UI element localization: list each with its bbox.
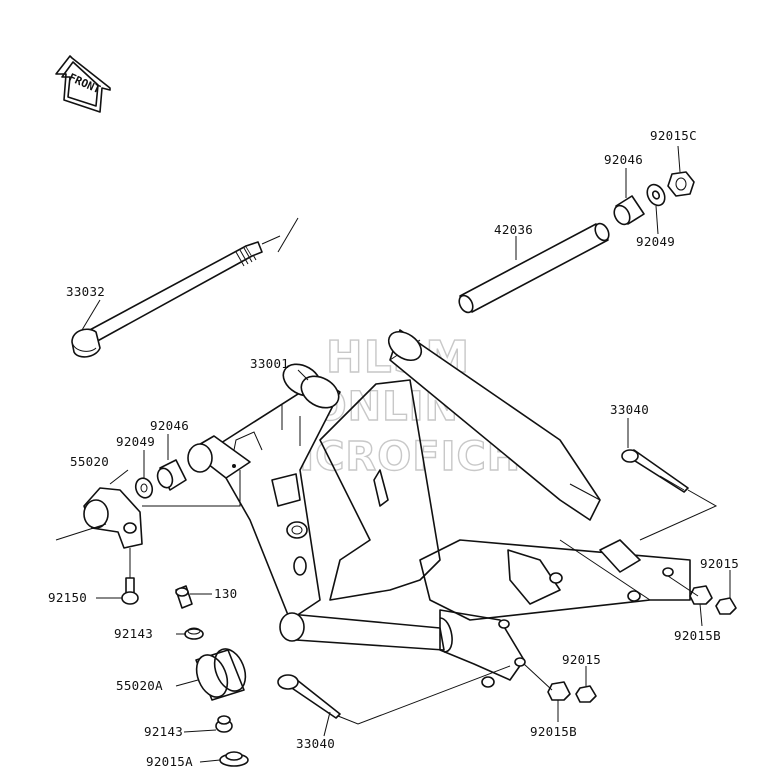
label-92049-top: 92049: [636, 234, 675, 249]
label-92143-bottom: 92143: [144, 724, 183, 739]
clamp-55020: [83, 487, 143, 549]
label-92046-top: 92046: [604, 152, 643, 167]
front-arrow-icon: FRONT: [55, 55, 111, 113]
washer-92049-right: [646, 183, 666, 207]
label-92046-left: 92046: [150, 418, 189, 433]
label-92015C: 92015C: [650, 128, 697, 143]
label-33040-bottom: 33040: [296, 736, 335, 751]
label-33032: 33032: [66, 284, 105, 299]
label-92015B-bottom: 92015B: [530, 724, 577, 739]
label-33040-right: 33040: [610, 402, 649, 417]
bolt-92150: [121, 577, 139, 605]
label-92015B-right: 92015B: [674, 628, 721, 643]
label-33001: 33001: [250, 356, 289, 371]
washer-92049-left: [134, 477, 154, 499]
sleeve-42036: [458, 222, 610, 314]
tie-rod-33040-bottom: [277, 674, 341, 719]
nut-92015-right: [715, 597, 737, 615]
label-55020: 55020: [70, 454, 109, 469]
part-labels: 92015C 92046 92049 42036 33032 33001 920…: [48, 128, 739, 769]
bearing-92046-right: [613, 195, 645, 226]
damper-55020A: [195, 648, 247, 701]
nut-92015B-bottom: [547, 681, 571, 701]
bolt-130: [175, 585, 193, 609]
nut-92015-bottom: [575, 685, 597, 703]
nut-92015A: [219, 751, 249, 767]
axle-33032: [71, 217, 299, 358]
label-92015A: 92015A: [146, 754, 193, 769]
label-92015-right: 92015: [700, 556, 739, 571]
clip-92143-bottom: [215, 715, 233, 733]
nut-92015B-right: [689, 585, 713, 605]
label-55020A: 55020A: [116, 678, 163, 693]
label-130: 130: [214, 586, 237, 601]
label-92015-bottom: 92015: [562, 652, 601, 667]
swing-arm-33001: [187, 329, 691, 688]
nut-92015C: [667, 171, 695, 197]
label-92150: 92150: [48, 590, 87, 605]
clip-92143-top: [184, 627, 204, 640]
label-42036: 42036: [494, 222, 533, 237]
tie-rod-33040-right: [621, 449, 689, 493]
bearing-92046-left: [156, 459, 187, 491]
leader-lines: [55, 145, 731, 763]
label-92049-left: 92049: [116, 434, 155, 449]
label-92143-top: 92143: [114, 626, 153, 641]
